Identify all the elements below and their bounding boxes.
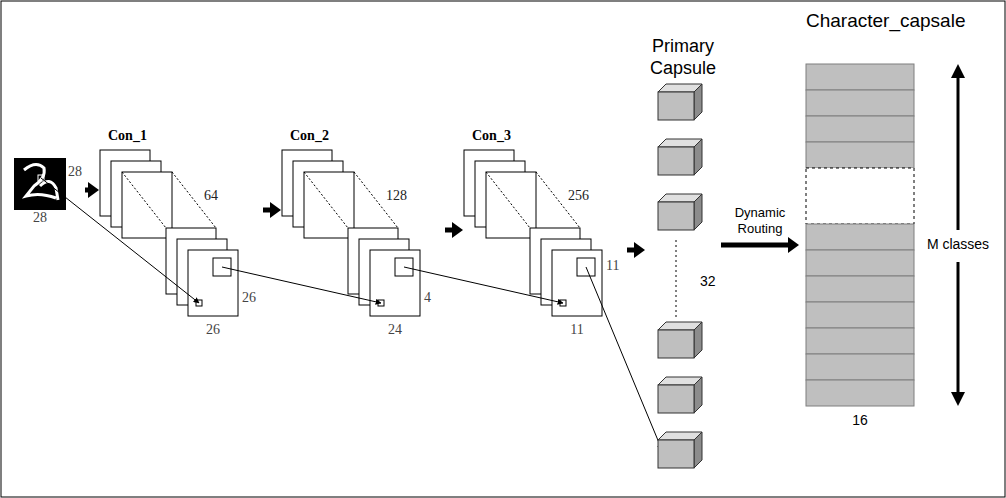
layer-name: Con_2 [290,128,329,145]
capsule-count: 32 [700,273,716,290]
dimension-label: 28 [33,210,47,227]
character-capsule-layer: Character_capsale M classes 16 [800,10,1000,435]
flow-arrow [445,222,463,238]
conv-layer: Con_3 256 11 11 [464,125,626,347]
flow-arrow [263,202,281,218]
dimension-label: 16 [852,412,868,429]
flow-arrow [721,237,799,253]
dimension-label: 4 [424,290,431,307]
dimension-label: 11 [606,258,619,275]
dimension-label: 11 [570,322,583,339]
layer-name: Con_1 [108,128,147,145]
layer-name: Con_3 [472,128,511,145]
channel-count: 128 [386,188,407,205]
layer-name: Character_capsale [806,10,965,33]
conv-layer: Con_1 64 26 26 [100,125,262,347]
flow-arrow [627,242,645,258]
receptive-leaders [41,178,662,450]
input-image [14,158,66,210]
capsule-column [658,84,702,468]
conv-stack [464,150,602,316]
class-range-arrows [951,64,965,406]
channel-count: 256 [568,188,589,205]
primary-capsule-layer: Primary Capsule 32 [646,36,720,472]
class-capsule-band [806,64,914,406]
dimension-label: 26 [242,290,256,307]
dimension-label: 28 [68,164,82,181]
dimension-label: 24 [388,322,402,339]
input-image-node: 28 28 [8,150,84,232]
conv-stack [282,150,420,316]
channel-count: 64 [204,188,218,205]
flow-arrow [85,182,99,198]
edge-label: Dynamic Routing [724,205,796,238]
input-digit [24,164,58,200]
dimension-label: 26 [206,322,220,339]
conv-stack [100,150,238,316]
class-count-label: M classes [927,236,989,253]
conv-layer: Con_2 128 4 24 [282,125,444,347]
layer-name: Primary Capsule [646,36,720,79]
